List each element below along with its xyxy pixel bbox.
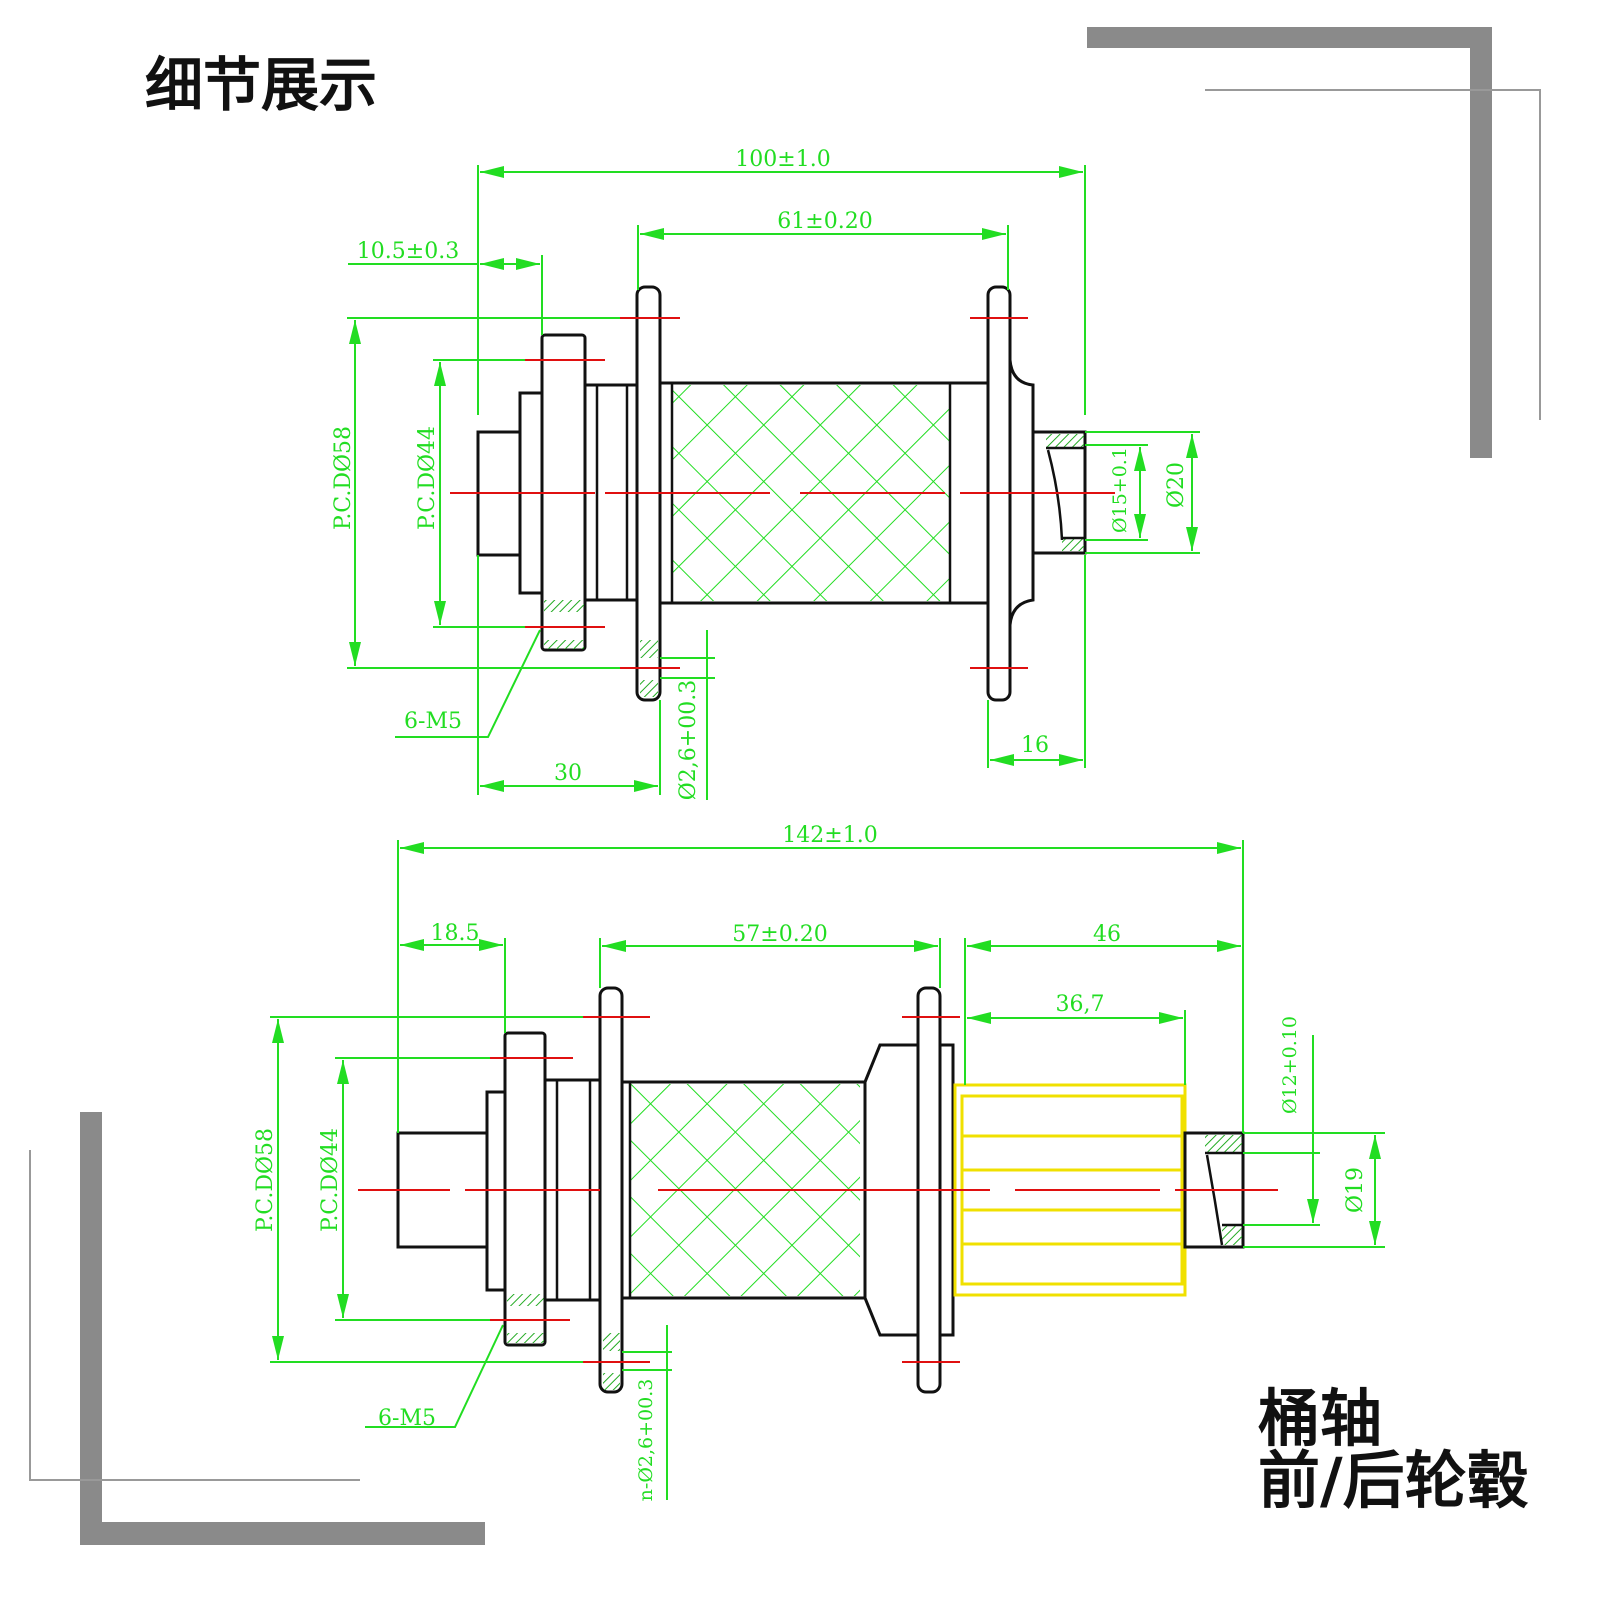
front-pcd-outer: P.C.DØ58 [331, 426, 356, 530]
front-bolt-label: 6-M5 [404, 709, 462, 734]
front-hub-drawing: 100±1.0 61±0.20 10.5±0.3 P.C.DØ58 P.C.DØ… [331, 147, 1200, 800]
frame-corner-top-right [1087, 27, 1541, 458]
rear-drive-side: 46 [1093, 922, 1121, 947]
rear-bolt-label: 6-M5 [378, 1406, 436, 1431]
rear-overall-width: 142±1.0 [782, 823, 877, 848]
caption-line-1: 桶轴 [1258, 1382, 1382, 1455]
rear-axle-bore: Ø12+0.10 [1279, 1016, 1301, 1114]
rear-pcd-outer: P.C.DØ58 [253, 1128, 278, 1232]
rear-hub-drawing: 142±1.0 18.5 57±0.20 46 36,7 P.C.DØ58 P.… [253, 823, 1385, 1501]
front-left-flange-offset: 30 [554, 761, 582, 786]
page-title: 细节展示 [145, 51, 377, 119]
front-rotor-offset: 10.5±0.3 [357, 239, 459, 264]
rear-freehub-length: 36,7 [1056, 992, 1105, 1017]
front-right-offset: 16 [1021, 733, 1049, 758]
freehub-body [953, 1083, 1187, 1297]
frame-corner-bottom-left [29, 1112, 485, 1545]
front-axle-bore: Ø15+0.1 [1109, 447, 1131, 533]
rear-axle-outer: Ø19 [1343, 1167, 1368, 1213]
caption-line-2: 前/后轮毂 [1258, 1444, 1529, 1517]
rear-flange-spacing: 57±0.20 [732, 922, 827, 947]
front-axle-outer: Ø20 [1164, 462, 1189, 508]
front-pcd-inner: P.C.DØ44 [415, 426, 440, 530]
rear-rotor-offset: 18.5 [431, 921, 480, 946]
front-overall-width: 100±1.0 [735, 147, 830, 172]
rear-pcd-inner: P.C.DØ44 [318, 1128, 343, 1232]
rear-spoke-hole: n-Ø2,6+00.3 [635, 1379, 657, 1502]
front-spoke-hole: Ø2,6+00.3 [676, 680, 701, 800]
front-flange-spacing: 61±0.20 [777, 209, 872, 234]
